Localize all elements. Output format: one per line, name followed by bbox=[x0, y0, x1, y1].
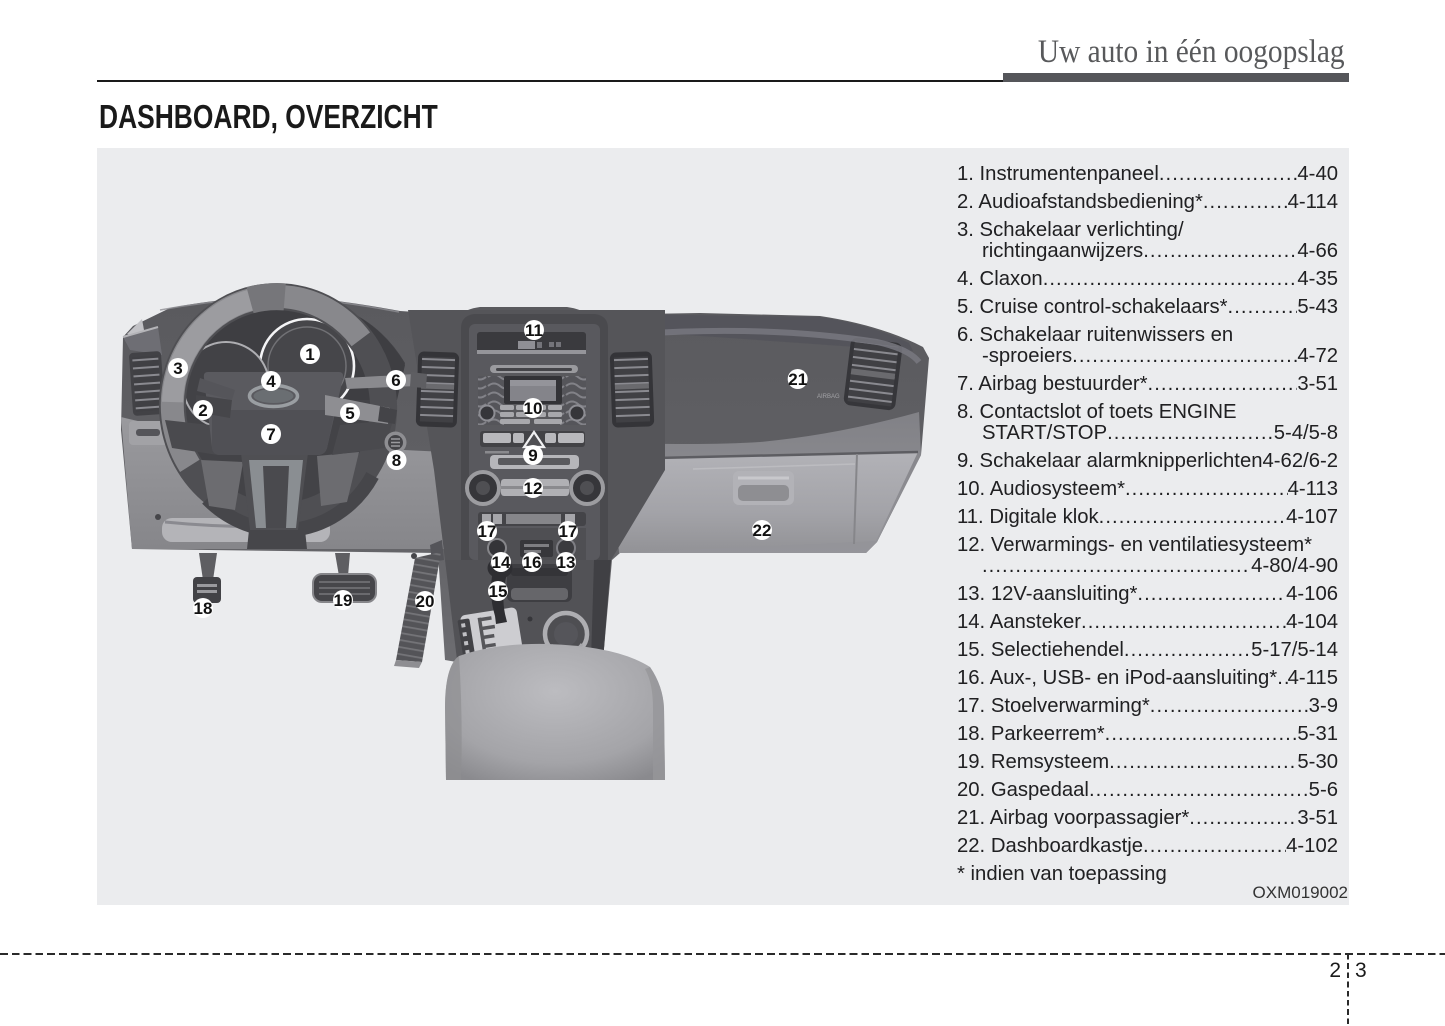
svg-text:17: 17 bbox=[559, 522, 578, 541]
svg-text:15: 15 bbox=[489, 582, 508, 601]
svg-text:21: 21 bbox=[788, 370, 807, 389]
svg-text:2: 2 bbox=[198, 401, 207, 420]
svg-text:22: 22 bbox=[753, 521, 772, 540]
svg-text:6: 6 bbox=[391, 371, 400, 390]
svg-text:10: 10 bbox=[524, 399, 543, 418]
svg-text:20: 20 bbox=[416, 592, 435, 611]
svg-text:4: 4 bbox=[266, 372, 276, 391]
svg-text:18: 18 bbox=[194, 599, 213, 618]
svg-text:19: 19 bbox=[334, 591, 353, 610]
svg-text:16: 16 bbox=[523, 553, 542, 572]
svg-text:13: 13 bbox=[557, 553, 576, 572]
svg-text:12: 12 bbox=[524, 479, 543, 498]
svg-text:5: 5 bbox=[345, 404, 354, 423]
svg-text:7: 7 bbox=[266, 425, 275, 444]
svg-text:1: 1 bbox=[305, 345, 314, 364]
svg-text:9: 9 bbox=[528, 446, 537, 465]
svg-text:11: 11 bbox=[525, 321, 543, 340]
svg-text:AIRBAG: AIRBAG bbox=[817, 394, 840, 400]
svg-text:17: 17 bbox=[478, 522, 497, 541]
svg-text:3: 3 bbox=[173, 359, 182, 378]
svg-text:8: 8 bbox=[392, 451, 401, 470]
svg-text:14: 14 bbox=[492, 553, 511, 572]
